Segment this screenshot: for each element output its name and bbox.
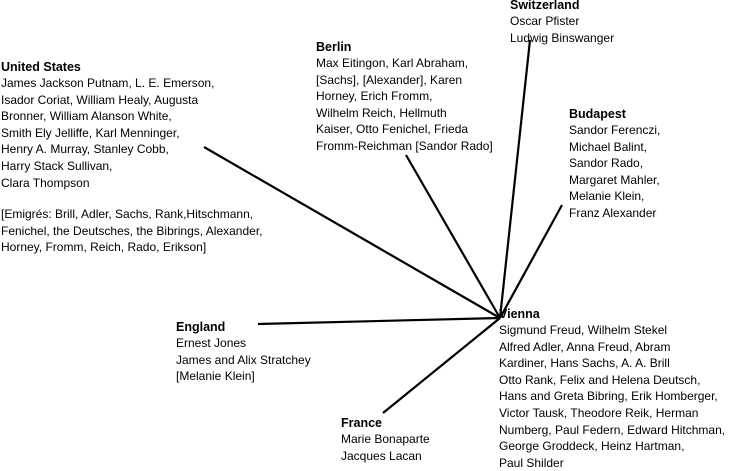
node-line: Fromm-Reichman [Sandor Rado]	[316, 138, 493, 153]
edge-vienna-switzerland	[498, 39, 532, 319]
node-line: James Jackson Putnam, L. E. Emerson,	[1, 76, 215, 90]
node-line: Alfred Adler, Anna Freud, Abram	[499, 339, 671, 354]
edge-vienna-france	[382, 317, 501, 414]
node-line: Michael Balint,	[569, 139, 648, 154]
node-budapest: Budapest Sandor Ferenczi, Michael Balint…	[569, 106, 660, 222]
node-line: Fenichel, the Deutsches, the Bibrings, A…	[1, 223, 263, 238]
node-line: Smith Ely Jelliffe, Karl Menninger,	[1, 125, 180, 140]
node-line: Numberg, Paul Federn, Edward Hitchman,	[499, 422, 726, 437]
node-line: Sandor Ferenczi,	[569, 123, 661, 137]
node-title: United States	[1, 60, 81, 74]
node-line: Sandor Rado,	[569, 156, 644, 171]
edge-vienna-budapest	[499, 204, 563, 319]
node-united-states: United States James Jackson Putnam, L. E…	[1, 59, 214, 191]
node-france: France Marie Bonaparte Jacques Lacan	[341, 415, 430, 464]
node-line: James and Alix Stratchey	[176, 352, 311, 367]
node-emigres: [Emigrés: Brill, Adler, Sachs, Rank,Hits…	[1, 206, 263, 256]
node-line: Horney, Erich Fromm,	[316, 89, 433, 104]
node-line: [Melanie Klein]	[176, 369, 255, 384]
edge-vienna-united-states	[203, 146, 501, 319]
edge-vienna-berlin	[405, 154, 501, 319]
node-line: Paul Shilder	[499, 455, 564, 470]
node-line: Franz Alexander	[569, 205, 657, 220]
node-vienna: Vienna Sigmund Freud, Wilhelm Stekel Alf…	[499, 306, 725, 471]
node-line: [Sachs], [Alexander], Karen	[316, 72, 463, 87]
node-line: Henry A. Murray, Stanley Cobb,	[1, 142, 169, 157]
node-berlin: Berlin Max Eitingon, Karl Abraham, [Sach…	[316, 39, 493, 155]
node-line: Marie Bonaparte	[341, 432, 430, 446]
edge-vienna-england	[257, 316, 501, 326]
node-line: Oscar Pfister	[510, 14, 580, 28]
node-line: Clara Thompson	[1, 175, 90, 190]
node-title: France	[341, 416, 382, 430]
node-line: Otto Rank, Felix and Helena Deutsch,	[499, 372, 701, 387]
node-switzerland: Switzerland Oscar Pfister Ludwig Binswan…	[510, 0, 614, 46]
node-title: Budapest	[569, 107, 626, 121]
node-line: Sigmund Freud, Wilhelm Stekel	[499, 323, 668, 337]
node-title: Vienna	[499, 307, 540, 321]
node-england: England Ernest Jones James and Alix Stra…	[176, 319, 311, 385]
node-title: Switzerland	[510, 0, 580, 12]
node-line: George Groddeck, Heinz Hartman,	[499, 439, 685, 454]
node-line: Jacques Lacan	[341, 448, 422, 463]
node-line: Isador Coriat, William Healy, Augusta	[1, 92, 199, 107]
node-line: Kaiser, Otto Fenichel, Frieda	[316, 122, 469, 137]
node-line: Wilhelm Reich, Hellmuth	[316, 105, 447, 120]
node-line: Hans and Greta Bibring, Erik Homberger,	[499, 389, 718, 404]
node-line: Ludwig Binswanger	[510, 30, 615, 45]
node-title: Berlin	[316, 40, 352, 54]
node-line: Margaret Mahler,	[569, 172, 660, 187]
node-line: [Emigrés: Brill, Adler, Sachs, Rank,Hits…	[1, 207, 254, 221]
node-line: Melanie Klein,	[569, 189, 645, 204]
node-title: England	[176, 320, 226, 334]
node-line: Kardiner, Hans Sachs, A. A. Brill	[499, 356, 670, 371]
node-line: Ernest Jones	[176, 336, 247, 350]
node-line: Max Eitingon, Karl Abraham,	[316, 56, 469, 70]
node-line: Bronner, William Alanson White,	[1, 109, 172, 124]
node-line: Horney, Fromm, Reich, Rado, Erikson]	[1, 240, 207, 255]
node-line: Victor Tausk, Theodore Reik, Herman	[499, 405, 699, 420]
node-line: Harry Stack Sullivan,	[1, 158, 113, 173]
